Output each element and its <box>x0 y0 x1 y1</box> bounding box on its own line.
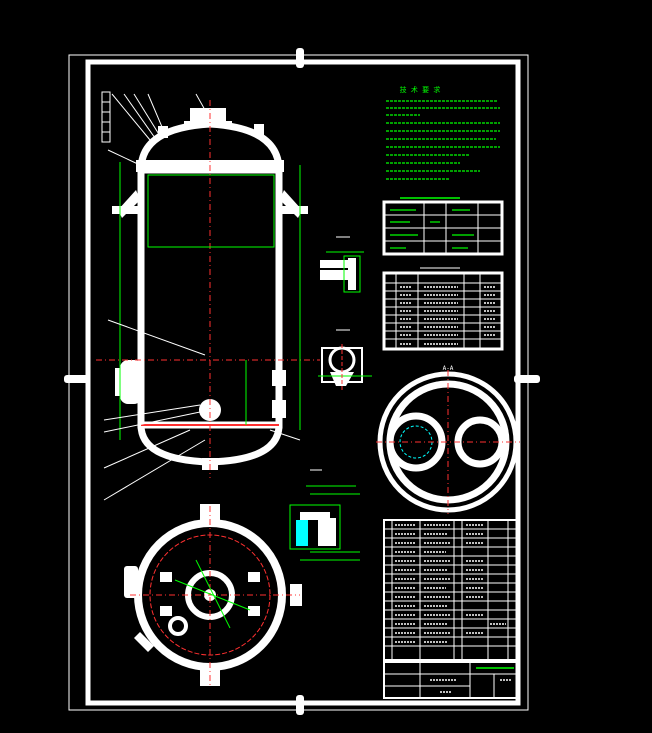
section-a-a: A-A <box>376 365 520 514</box>
detail-view-3 <box>289 469 360 561</box>
title-block <box>383 661 519 699</box>
parts-list <box>383 519 519 661</box>
notes-heading: 技 术 要 求 <box>400 85 441 94</box>
section-label: A-A <box>443 365 454 372</box>
vessel-front-view <box>96 91 320 501</box>
centering-marks <box>64 48 540 715</box>
technical-notes: 技 术 要 求 <box>386 85 500 180</box>
nozzle-table <box>382 267 504 351</box>
top-view <box>124 504 302 688</box>
side-manway <box>120 360 142 404</box>
detail-view-1 <box>320 236 364 293</box>
spec-table <box>382 197 504 256</box>
detail-view-2 <box>318 329 372 390</box>
